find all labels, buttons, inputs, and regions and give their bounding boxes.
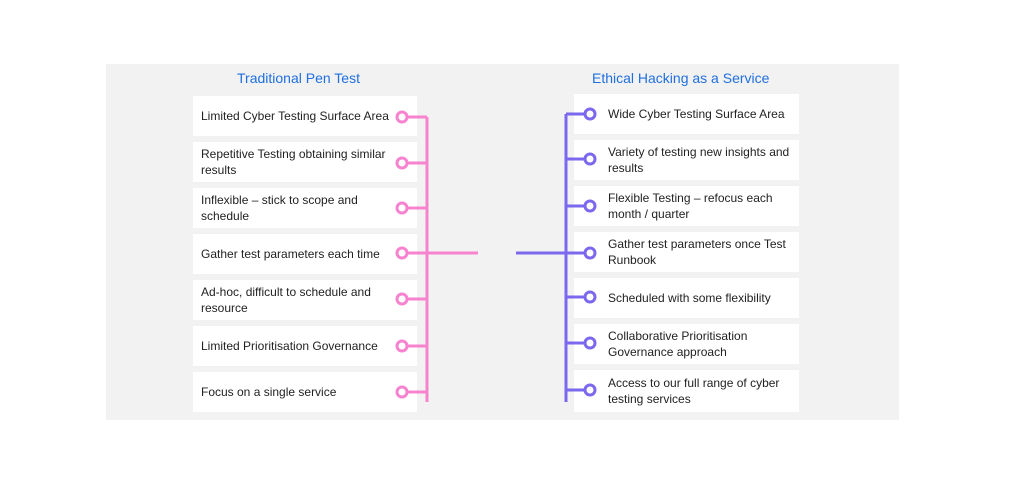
right-card-text: Scheduled with some flexibility (608, 291, 771, 305)
left-node-circle-icon (395, 110, 409, 124)
left-card-text: Repetitive Testing obtaining similar res… (201, 147, 386, 177)
right-card: Access to our full range of cyber testin… (574, 370, 799, 412)
left-node-circle-icon (395, 156, 409, 170)
right-node-circle-icon (583, 336, 597, 350)
left-card: Focus on a single service (193, 372, 417, 412)
right-card-text: Collaborative Prioritisation Governance … (608, 329, 748, 359)
right-column-title: Ethical Hacking as a Service (592, 70, 770, 86)
right-card: Wide Cyber Testing Surface Area (574, 94, 799, 134)
left-card-text: Inflexible – stick to scope and schedule (201, 193, 358, 223)
right-card-text: Flexible Testing – refocus each month / … (608, 191, 773, 221)
right-node-circle-icon (583, 383, 597, 397)
left-card-text: Gather test parameters each time (201, 247, 380, 261)
left-card: Ad-hoc, difficult to schedule and resour… (193, 280, 417, 320)
left-node-circle-icon (395, 339, 409, 353)
left-card-text: Limited Cyber Testing Surface Area (201, 109, 389, 123)
left-card-text: Ad-hoc, difficult to schedule and resour… (201, 285, 371, 315)
left-card: Limited Prioritisation Governance (193, 326, 417, 366)
left-card-text: Focus on a single service (201, 385, 337, 399)
right-card: Gather test parameters once Test Runbook (574, 232, 799, 272)
left-card: Gather test parameters each time (193, 234, 417, 274)
right-node-circle-icon (583, 246, 597, 260)
left-card: Inflexible – stick to scope and schedule (193, 188, 417, 228)
right-node-circle-icon (583, 152, 597, 166)
left-node-circle-icon (395, 292, 409, 306)
right-card: Collaborative Prioritisation Governance … (574, 324, 799, 364)
left-connector-group (395, 110, 478, 402)
left-column-title: Traditional Pen Test (237, 70, 360, 86)
right-card: Scheduled with some flexibility (574, 278, 799, 318)
left-card-text: Limited Prioritisation Governance (201, 339, 378, 353)
right-card-text: Gather test parameters once Test Runbook (608, 237, 786, 267)
right-card: Flexible Testing – refocus each month / … (574, 186, 799, 226)
right-node-circle-icon (583, 199, 597, 213)
right-card-text: Access to our full range of cyber testin… (608, 376, 780, 406)
left-node-circle-icon (395, 246, 409, 260)
left-card: Repetitive Testing obtaining similar res… (193, 142, 417, 182)
left-card: Limited Cyber Testing Surface Area (193, 96, 417, 136)
left-node-circle-icon (395, 201, 409, 215)
right-node-circle-icon (583, 290, 597, 304)
right-card-text: Wide Cyber Testing Surface Area (608, 107, 785, 121)
right-card-text: Variety of testing new insights and resu… (608, 145, 790, 175)
right-connector-group (516, 107, 597, 402)
right-card: Variety of testing new insights and resu… (574, 140, 799, 180)
right-node-circle-icon (583, 107, 597, 121)
left-node-circle-icon (395, 385, 409, 399)
